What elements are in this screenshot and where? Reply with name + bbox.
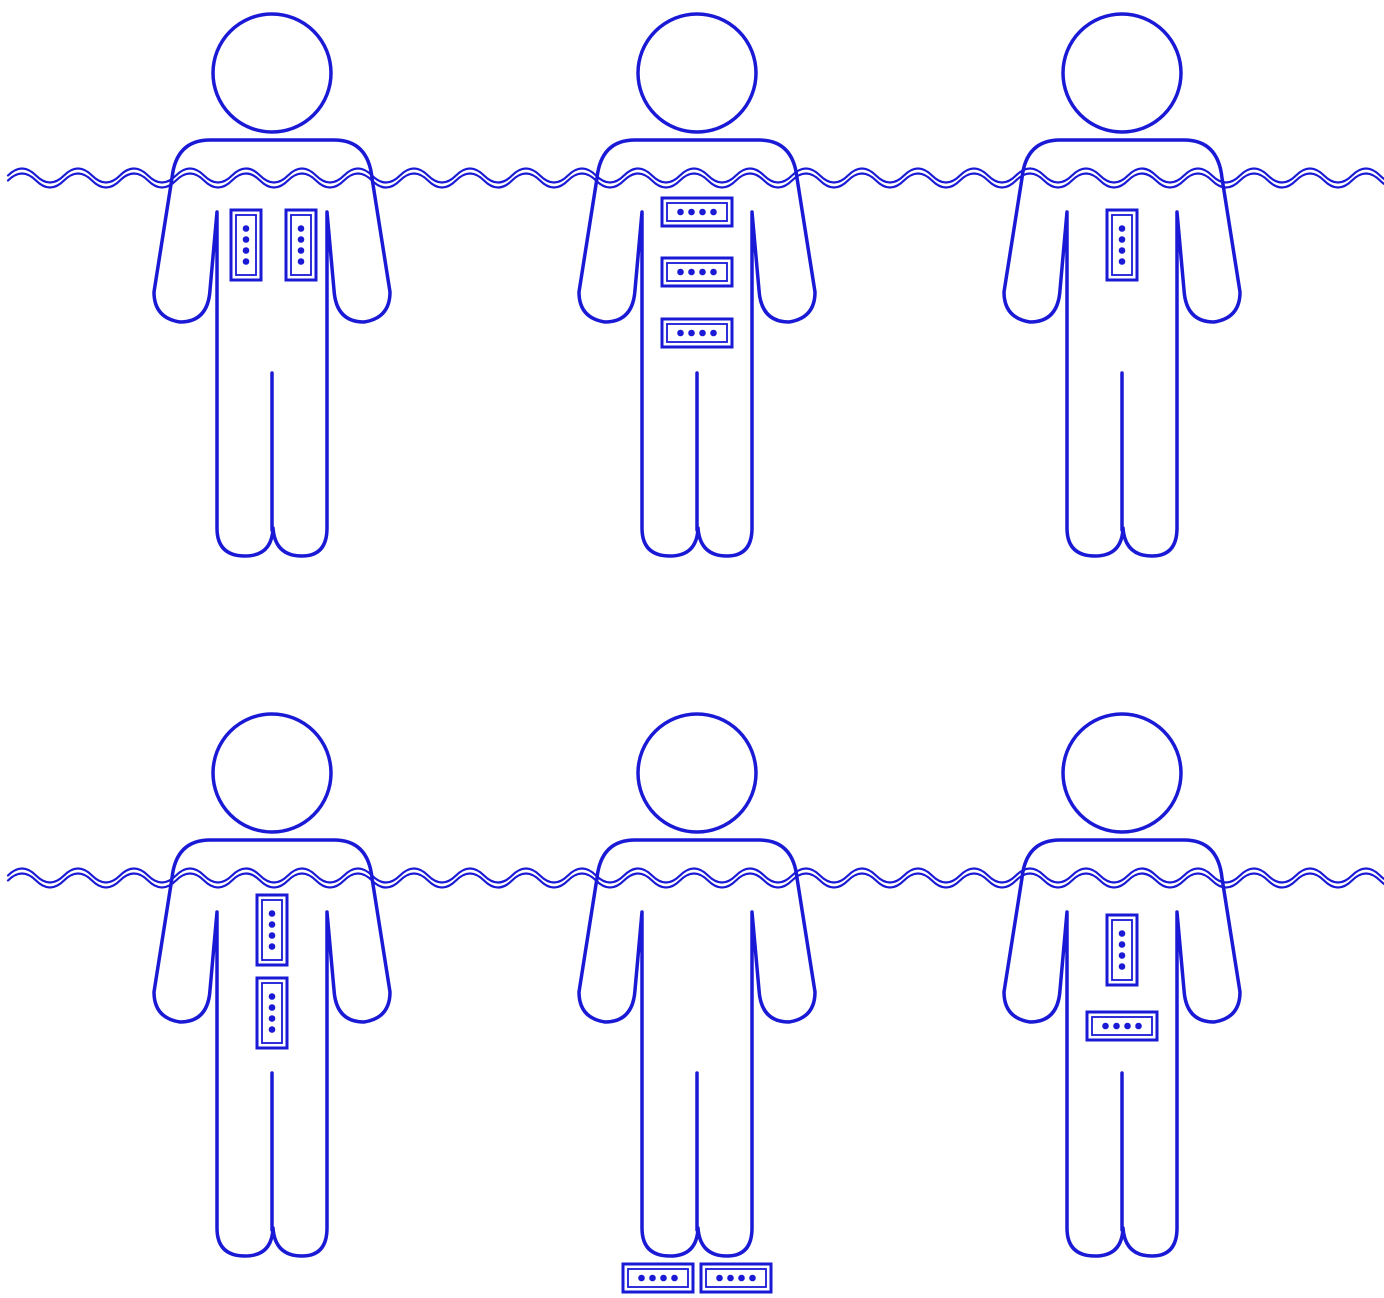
sensor-dot — [1135, 1023, 1142, 1030]
sensor-dot — [269, 943, 276, 950]
wave-line — [8, 869, 1384, 883]
sensor-dot — [671, 1275, 678, 1282]
sensor-module — [257, 895, 287, 965]
head-outline — [213, 714, 331, 832]
sensor-module — [662, 198, 732, 226]
sensor-dot — [710, 269, 717, 276]
sensor-module — [662, 319, 732, 347]
sensor-dot — [710, 209, 717, 216]
sensor-inner-frame — [262, 983, 282, 1043]
sensor-dot — [649, 1275, 656, 1282]
sensor-inner-frame — [628, 1269, 688, 1287]
figure-panel-6 — [1004, 714, 1240, 1256]
figure-panel-1 — [154, 14, 390, 556]
sensor-dot — [677, 209, 684, 216]
sensor-module — [286, 210, 316, 280]
sensor-inner-frame — [262, 900, 282, 960]
sensor-dot — [269, 1026, 276, 1033]
sensor-inner-frame — [291, 215, 311, 275]
sensor-dot — [298, 258, 305, 265]
sensor-dot — [298, 225, 305, 232]
sensor-dot — [243, 258, 250, 265]
sensor-dot — [1119, 247, 1126, 254]
figure-panel-3 — [1004, 14, 1240, 556]
sensor-dot — [1119, 941, 1126, 948]
sensor-dot — [1119, 225, 1126, 232]
head-outline — [638, 14, 756, 132]
sensor-dot — [716, 1275, 723, 1282]
sensor-dot — [269, 1015, 276, 1022]
sensor-module — [231, 210, 261, 280]
sensor-module — [1087, 1012, 1157, 1040]
sensor-module — [257, 978, 287, 1048]
sensor-dot — [1119, 930, 1126, 937]
figure-panel-5 — [579, 714, 815, 1292]
water-wave-2 — [8, 869, 1384, 888]
sensor-dot — [710, 330, 717, 337]
sensor-dot — [1119, 258, 1126, 265]
sensor-dot — [638, 1275, 645, 1282]
sensor-dot — [298, 247, 305, 254]
sensor-module — [701, 1264, 771, 1292]
figure-panel-4 — [154, 714, 390, 1256]
sensor-inner-frame — [236, 215, 256, 275]
sensor-dot — [688, 269, 695, 276]
sensor-dot — [727, 1275, 734, 1282]
sensor-dot — [1124, 1023, 1131, 1030]
sensor-dot — [298, 236, 305, 243]
sensor-dot — [243, 247, 250, 254]
sensor-dot — [677, 330, 684, 337]
sensor-dot — [1119, 952, 1126, 959]
sensor-dot — [1119, 963, 1126, 970]
sensor-dot — [269, 932, 276, 939]
sensor-inner-frame — [1092, 1017, 1152, 1035]
sensor-module — [662, 258, 732, 286]
sensor-dot — [269, 1004, 276, 1011]
sensor-dot — [677, 269, 684, 276]
sensor-dot — [269, 921, 276, 928]
sensor-dot — [699, 209, 706, 216]
sensor-dot — [1113, 1023, 1120, 1030]
sensor-inner-frame — [706, 1269, 766, 1287]
sensor-dot — [269, 910, 276, 917]
sensor-module — [623, 1264, 693, 1292]
head-outline — [638, 714, 756, 832]
sensor-module — [1107, 210, 1137, 280]
sensor-dot — [1102, 1023, 1109, 1030]
wave-line — [8, 169, 1384, 183]
sensor-inner-frame — [1112, 920, 1132, 980]
sensor-module — [1107, 915, 1137, 985]
water-wave-1 — [8, 169, 1384, 188]
sensor-inner-frame — [1112, 215, 1132, 275]
sensor-dot — [1119, 236, 1126, 243]
head-outline — [213, 14, 331, 132]
sensor-dot — [738, 1275, 745, 1282]
sensor-dot — [243, 225, 250, 232]
sensor-dot — [699, 330, 706, 337]
sensor-dot — [269, 993, 276, 1000]
sensor-dot — [660, 1275, 667, 1282]
sensor-inner-frame — [667, 263, 727, 281]
sensor-inner-frame — [667, 324, 727, 342]
head-outline — [1063, 14, 1181, 132]
head-outline — [1063, 714, 1181, 832]
sensor-dot — [749, 1275, 756, 1282]
sensor-inner-frame — [667, 203, 727, 221]
sensor-dot — [699, 269, 706, 276]
sensor-dot — [243, 236, 250, 243]
figure-panel-2 — [579, 14, 815, 556]
sensor-dot — [688, 209, 695, 216]
sensor-dot — [688, 330, 695, 337]
